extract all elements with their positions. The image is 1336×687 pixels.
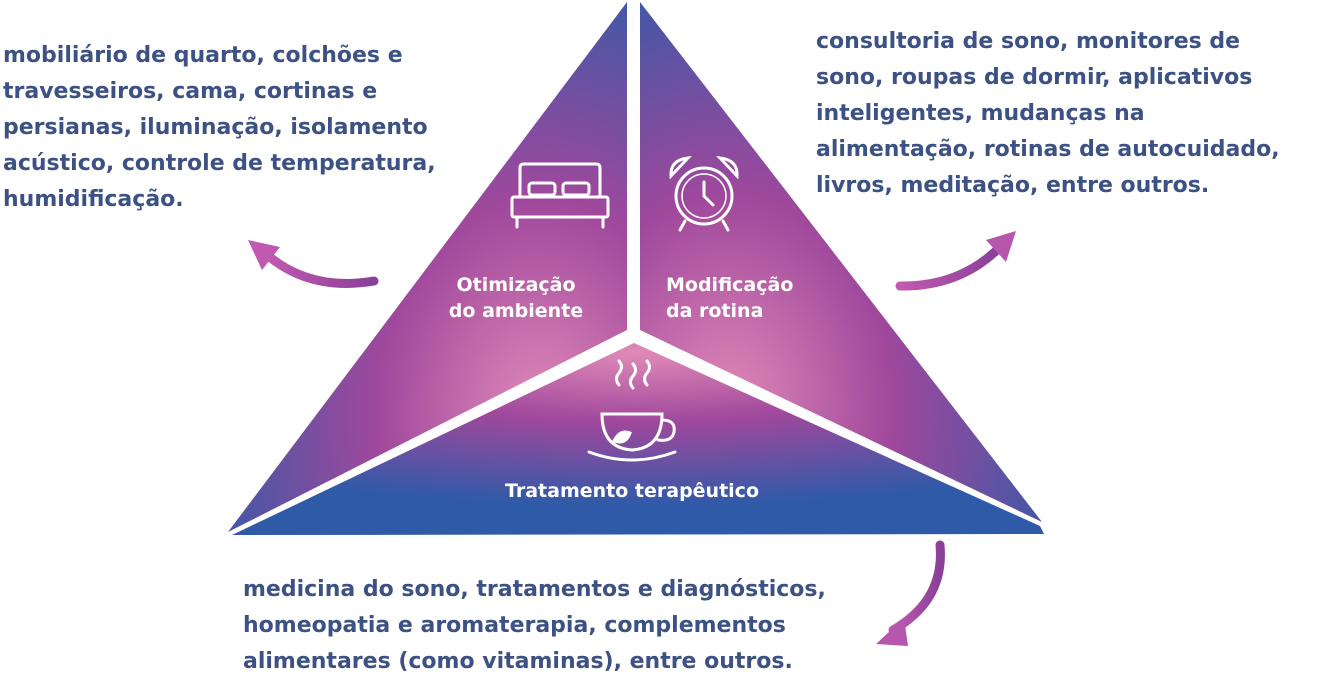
segment-therapy <box>232 343 1044 535</box>
environment-label-line2: do ambiente <box>449 300 583 322</box>
routine-label-line2: da rotina <box>666 300 763 322</box>
environment-label-line1: Otimização <box>456 274 575 296</box>
tea-cup-icon <box>587 359 677 462</box>
routine-label-line1: Modificação <box>666 274 793 296</box>
arrow-right <box>895 231 1016 291</box>
alarm-clock-icon <box>669 156 739 232</box>
routine-description: consultoria de sono, monitores de sono, … <box>816 29 1280 198</box>
arrow-bottom <box>876 540 945 646</box>
segment-environment <box>228 2 627 532</box>
arrow-left <box>248 240 379 288</box>
environment-description: mobiliário de quarto, colchões e travess… <box>3 43 436 212</box>
bed-icon <box>510 162 610 229</box>
therapy-label: Tratamento terapêutico <box>505 480 759 502</box>
therapy-description: medicina do sono, tratamentos e diagnóst… <box>243 577 826 674</box>
segment-routine <box>640 2 1042 522</box>
